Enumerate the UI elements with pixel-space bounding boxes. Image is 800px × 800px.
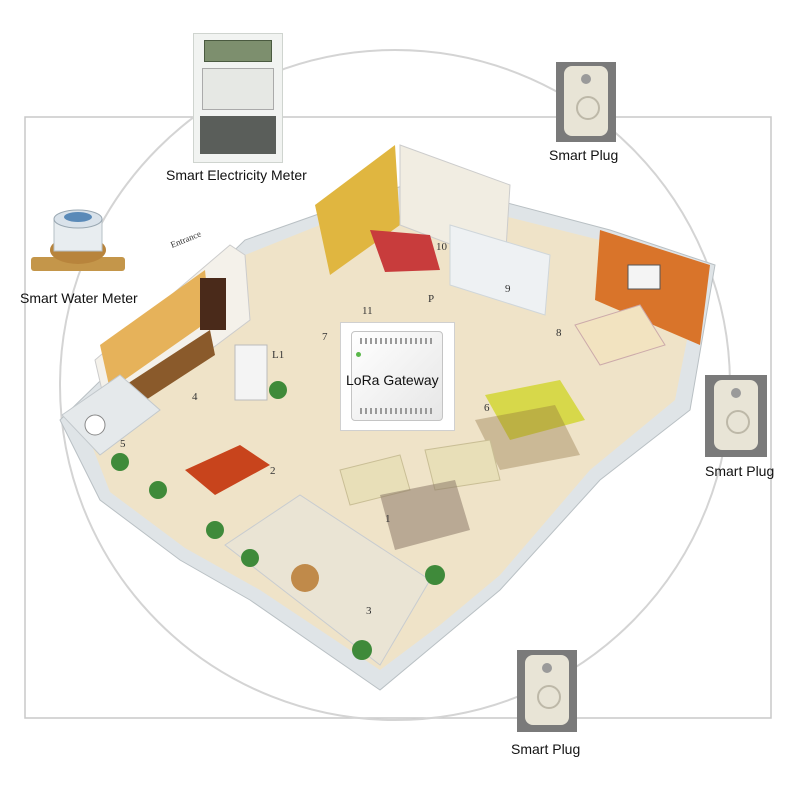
gateway-body: [351, 331, 443, 421]
water-meter-label: Smart Water Meter: [20, 290, 138, 306]
plant-icon: [149, 481, 167, 499]
plant-icon: [241, 549, 259, 567]
plug-body: [714, 380, 758, 450]
bathroom: [449, 224, 551, 316]
entrance-door: [200, 278, 226, 330]
balcony-table: [291, 564, 319, 592]
room-number: 1: [385, 513, 391, 525]
electricity-meter-icon: [193, 33, 283, 163]
plant-icon: [111, 453, 129, 471]
smart-plug-icon: [556, 62, 616, 142]
room-number: 6: [484, 402, 490, 414]
room-number: 2: [270, 465, 276, 477]
plug-body: [564, 66, 608, 136]
living-rug: [380, 480, 470, 550]
electricity-meter-label: Smart Electricity Meter: [166, 167, 307, 183]
room-number: P: [428, 293, 434, 305]
smart-plug-icon: [705, 375, 767, 457]
room-number: 11: [362, 305, 373, 317]
room-number: 9: [505, 283, 511, 295]
plant-icon: [425, 565, 445, 585]
plant-icon: [269, 381, 287, 399]
room-number: L1: [272, 349, 284, 361]
entrance-label: Entrance: [169, 229, 202, 250]
house-frame: [24, 116, 772, 719]
refrigerator: [234, 344, 268, 401]
meter-terminals: [200, 116, 276, 154]
plug-body: [525, 655, 569, 725]
plant-icon: [206, 521, 224, 539]
yellow-wall: [315, 145, 400, 275]
meter-display: [204, 40, 272, 62]
bed-red: [370, 230, 440, 272]
bed-yellow: [485, 380, 585, 440]
gateway-label: LoRa Gateway: [346, 372, 439, 388]
plant-icon: [352, 640, 372, 660]
smart-plug-icon: [517, 650, 577, 732]
room-number: 8: [556, 327, 562, 339]
laundry-room: [61, 374, 161, 456]
router-icon: LoRa Gateway: [340, 322, 455, 431]
water-meter-icon: [31, 209, 125, 271]
meter-panel: [202, 68, 274, 110]
smart-plug-label-bottom: Smart Plug: [511, 741, 581, 757]
room-number: 7: [322, 331, 328, 343]
smart-plug-label-right: Smart Plug: [705, 463, 775, 479]
room-number: 5: [120, 438, 126, 450]
room-number: 10: [436, 241, 448, 253]
room-number: 3: [366, 605, 372, 617]
washing-machine: [84, 414, 106, 436]
rug-striped: [475, 405, 580, 470]
dining-table: [185, 445, 270, 495]
room-number: 4: [192, 391, 198, 403]
smart-plug-label-top: Smart Plug: [549, 147, 619, 163]
sofa-right: [424, 439, 501, 491]
kitchen-cabinets: [100, 270, 210, 390]
bed-white: [574, 304, 666, 366]
room-numbers: 1 2 3 4 5 6 7 8 9 10 11 P L1: [120, 241, 562, 617]
wall-picture: [627, 264, 661, 290]
